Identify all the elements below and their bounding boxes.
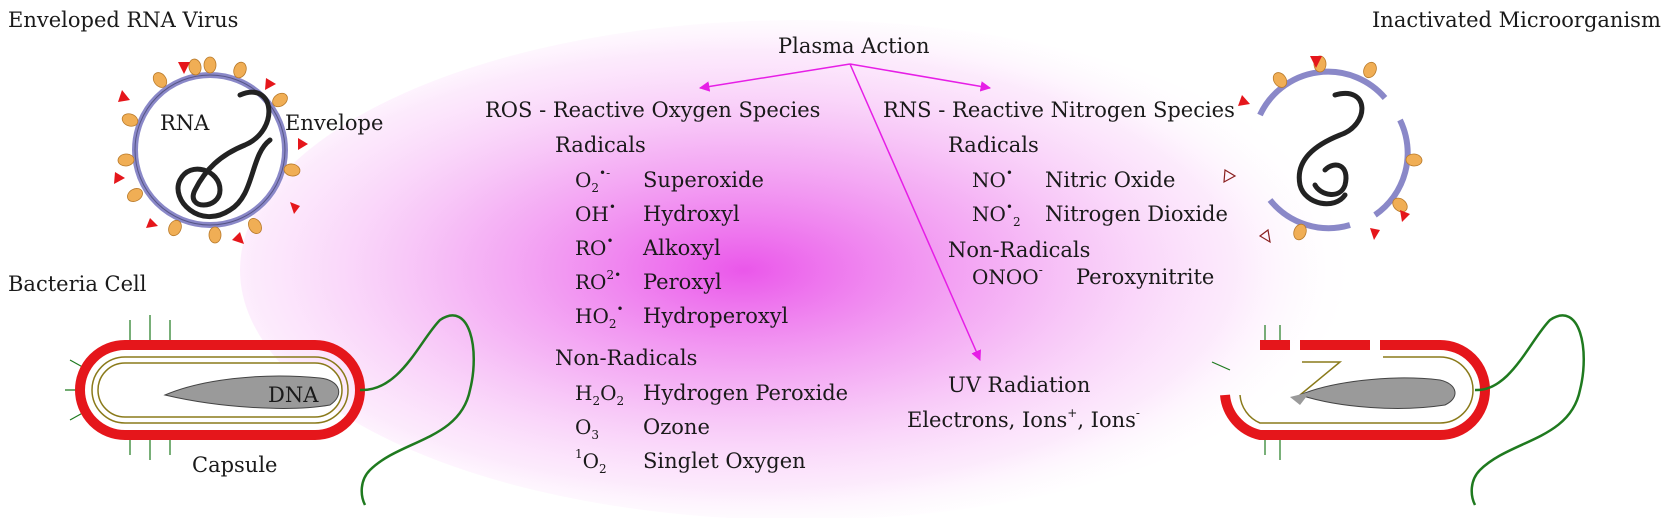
formula-base: O [600,381,617,405]
formula-sub: 2 [591,181,600,195]
ros-radical-name: Peroxyl [643,270,722,294]
formula-base: O [575,415,592,439]
uv-minus-sign: - [1135,406,1140,420]
uv-title: UV Radiation [948,373,1091,397]
formula-base: NO [972,202,1006,226]
ros-nonradicals-heading: Non-Radicals [555,346,698,370]
ros-radical-formula: RO• [575,235,614,260]
formula-sub: 2 [599,462,607,476]
formula-sup: • [608,200,616,215]
arrow-to-ros [698,63,851,92]
formula-base: RO [575,270,607,294]
formula-base: RO [575,236,607,260]
arrow-to-rns [849,63,992,92]
rns-radical-formula: NO• [972,167,1013,192]
formula-sup: - [1038,263,1043,278]
rns-title: RNS - Reactive Nitrogen Species [883,98,1235,122]
formula-sub: 3 [591,428,600,442]
ros-nonradical-name: Ozone [643,415,710,439]
ros-title: ROS - Reactive Oxygen Species [485,98,821,122]
ros-nonradical-formula: O3 [575,415,599,441]
uv-electrons-ions: Electrons, Ions [907,408,1068,432]
ros-radical-name: Alkoxyl [643,236,721,260]
dna-label: DNA [268,383,319,407]
enveloped-virus-label: Enveloped RNA Virus [8,8,239,32]
formula-base: H [575,381,593,405]
rna-label: RNA [160,111,210,135]
uv-ions: , Ions [1077,408,1136,432]
formula-base: NO [972,168,1006,192]
uv-plus-sign: + [1067,406,1078,420]
plasma-arrows [698,63,992,361]
formula-sup: 2• [606,268,622,283]
plasma-action-label: Plasma Action [778,34,930,58]
envelope-label: Envelope [285,111,384,135]
formula-base: O [575,168,592,192]
formula-pre: 1 [575,447,583,462]
rns-nonradicals-heading: Non-Radicals [948,238,1091,262]
ros-nonradical-formula: 1O2 [575,448,607,475]
formula-sub: 2 [608,317,617,331]
ros-radical-formula: O2•- [575,167,610,194]
formula-sup: •- [599,166,611,181]
plasma-glow [240,20,1360,520]
formula-sup: • [1005,200,1013,215]
rns-radical-name: Nitrogen Dioxide [1045,202,1228,226]
rns-radicals-heading: Radicals [948,133,1039,157]
formula-base: HO [575,304,609,328]
formula-base: ONOO [972,265,1039,289]
formula-sup: • [1005,166,1013,181]
formula-sub: 2 [616,394,625,408]
arrow-to-uv [849,63,982,361]
rns-nonradical-name: Peroxynitrite [1076,265,1215,289]
ros-radical-formula: HO2• [575,303,624,330]
ros-radical-formula: OH• [575,201,616,226]
capsule-label: Capsule [192,453,278,477]
rns-radical-formula: NO•2 [972,201,1021,228]
virus-icon [114,56,308,244]
ros-nonradical-name: Singlet Oxygen [643,449,806,473]
uv-particles: Electrons, Ions+, Ions- [907,407,1140,432]
bacteria-cell-label: Bacteria Cell [8,272,147,296]
rns-nonradical-formula: ONOO- [972,264,1043,289]
rns-radical-name: Nitric Oxide [1045,168,1176,192]
inactivated-label: Inactivated Microorganism [1372,8,1661,32]
ros-radical-formula: RO2• [575,269,621,294]
ros-nonradical-name: Hydrogen Peroxide [643,381,849,405]
inactivated-bacteria-icon [1211,314,1585,506]
formula-base: O [582,449,600,473]
formula-sup: • [606,234,614,249]
ros-radicals-heading: Radicals [555,133,646,157]
ros-radical-name: Hydroxyl [643,202,740,226]
formula-sub: 2 [1012,215,1021,229]
formula-sup: • [616,302,624,317]
inactivated-virus-icon [1223,55,1423,244]
bacteria-icon [65,314,475,506]
ros-radical-name: Hydroperoxyl [643,304,789,328]
ros-radical-name: Superoxide [643,168,764,192]
formula-sub: 2 [592,394,601,408]
ros-nonradical-formula: H2O2 [575,381,624,407]
formula-base: OH [575,202,609,226]
